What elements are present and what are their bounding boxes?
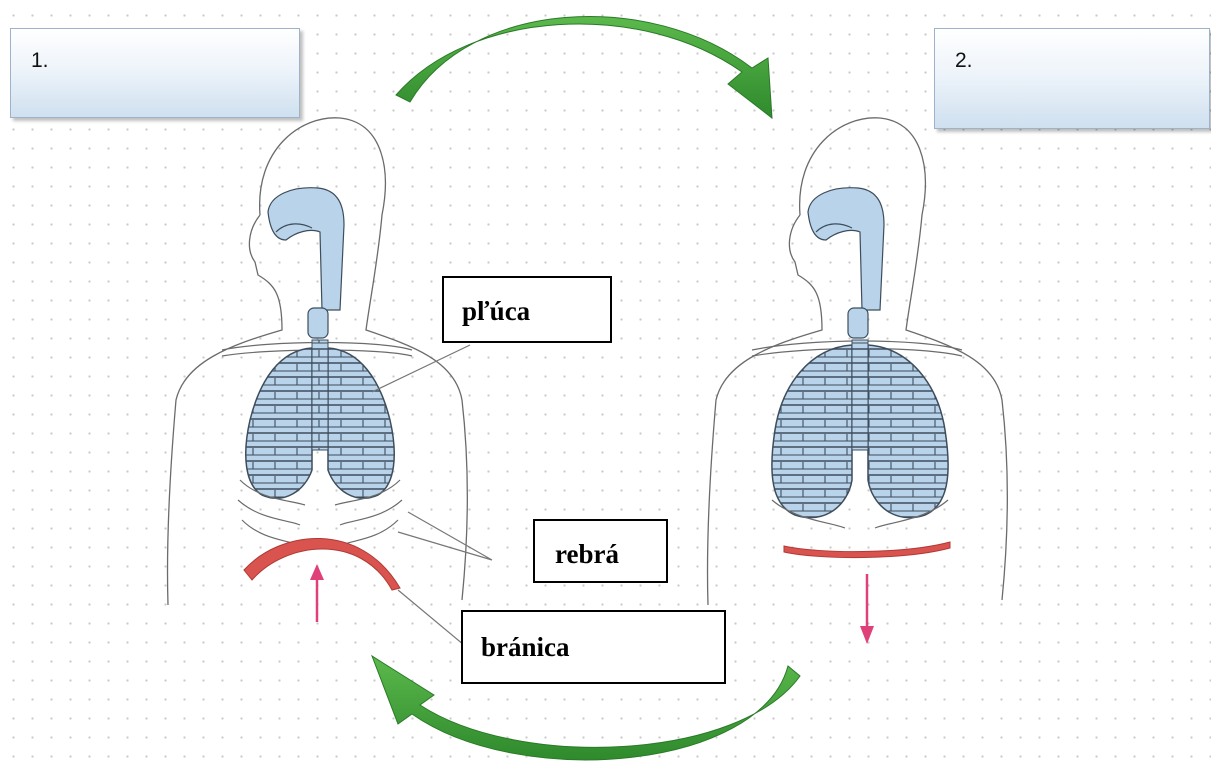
ribs-label-box: rebrá bbox=[533, 519, 668, 583]
step-2-label: 2. bbox=[955, 49, 973, 72]
figure-2-torso bbox=[707, 118, 1007, 644]
figure-1-torso bbox=[167, 118, 492, 650]
diaphragm-label: bránica bbox=[481, 632, 570, 662]
step-1-box: 1. bbox=[10, 28, 300, 118]
lungs-label-box: pľúca bbox=[442, 276, 612, 343]
step-1-label: 1. bbox=[31, 49, 49, 72]
cycle-arrow-top bbox=[396, 16, 772, 118]
lungs-label: pľúca bbox=[462, 296, 530, 326]
diaphragm-label-box: bránica bbox=[461, 610, 726, 684]
ribs-label: rebrá bbox=[555, 539, 619, 569]
step-2-box: 2. bbox=[934, 28, 1210, 129]
